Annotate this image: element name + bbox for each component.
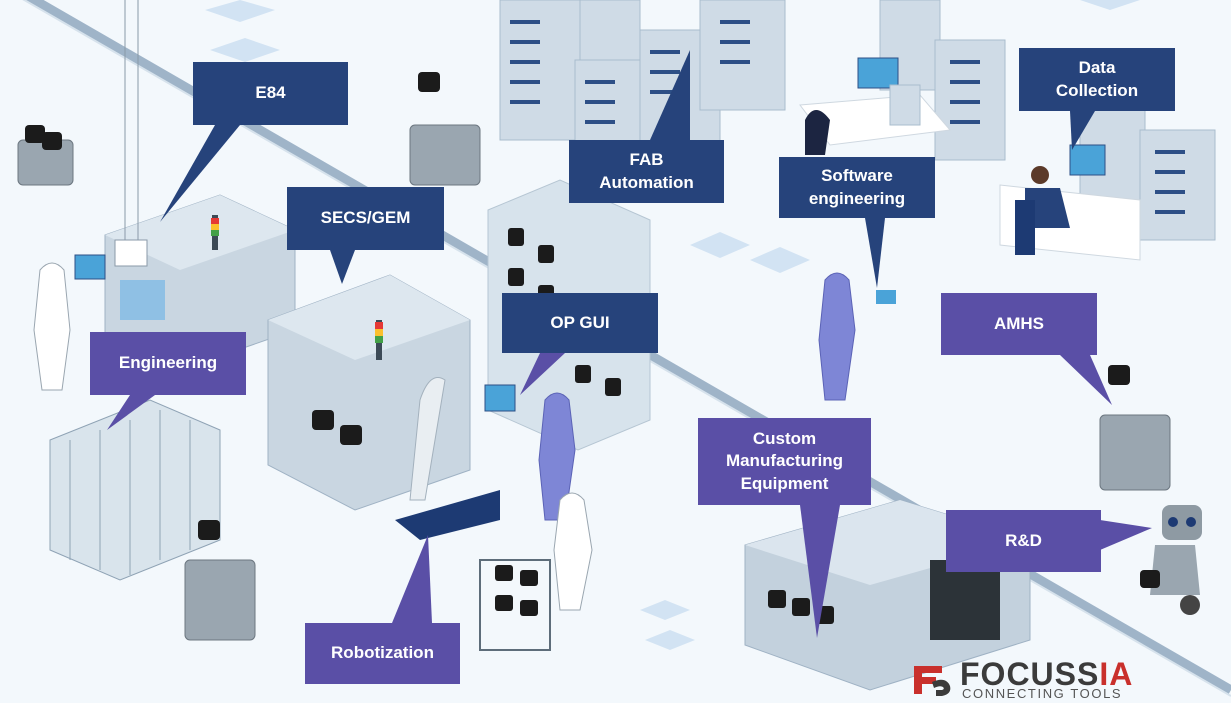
callout-secs-gem: SECS/GEM [287, 187, 444, 250]
logo-name-suffix: IA [1099, 656, 1134, 692]
callout-tails [107, 50, 1152, 638]
callout-data-collection: Data Collection [1019, 48, 1175, 111]
callout-secs-gem-label: SECS/GEM [320, 208, 411, 228]
logo-name: FOCUSSIA [960, 656, 1133, 693]
focussia-logo-icon [914, 666, 951, 696]
wafer-cart [479, 559, 551, 651]
callout-engineering-label: Engineering [118, 353, 218, 373]
callout-data-collection-label: Data Collection [1055, 58, 1139, 100]
callout-e84: E84 [193, 62, 348, 125]
process-tool-left [104, 0, 296, 371]
callout-fab-automation-label: FAB Automation [599, 150, 694, 192]
process-tool-center [267, 274, 500, 540]
agv-robots [17, 124, 1171, 641]
callout-robotization-label: Robotization [331, 643, 434, 663]
callout-engineering: Engineering [90, 332, 246, 395]
callout-software-engineering-label: Software engineering [808, 166, 906, 208]
data-collection-desk [999, 144, 1141, 261]
operators [33, 254, 896, 611]
logo-tagline: CONNECTING TOOLS [962, 686, 1123, 701]
engineering-racks [49, 399, 221, 581]
floor-tiles [205, 0, 1140, 650]
callout-amhs: AMHS [941, 293, 1097, 355]
callout-rd-label: R&D [1005, 530, 1042, 550]
callout-op-gui: OP GUI [502, 293, 658, 353]
logo-name-prefix: FOCUSS [960, 656, 1100, 692]
callout-op-gui-label: OP GUI [550, 312, 610, 332]
callout-robotization: Robotization [305, 623, 460, 684]
callout-custom-manufacturing-equipment: Custom Manufacturing Equipment [698, 418, 871, 505]
callout-software-engineering: Software engineering [779, 157, 935, 218]
callout-fab-automation: FAB Automation [569, 140, 724, 203]
rd-robot [1140, 505, 1202, 615]
callout-amhs-label: AMHS [993, 313, 1045, 333]
callout-custom-manufacturing-equipment-label: Custom Manufacturing Equipment [725, 429, 844, 493]
callout-rd: R&D [946, 510, 1101, 572]
callout-e84-label: E84 [255, 83, 286, 103]
focussia-logo: FOCUSSIA CONNECTING TOOLS [910, 656, 1170, 703]
software-desk [799, 57, 951, 155]
